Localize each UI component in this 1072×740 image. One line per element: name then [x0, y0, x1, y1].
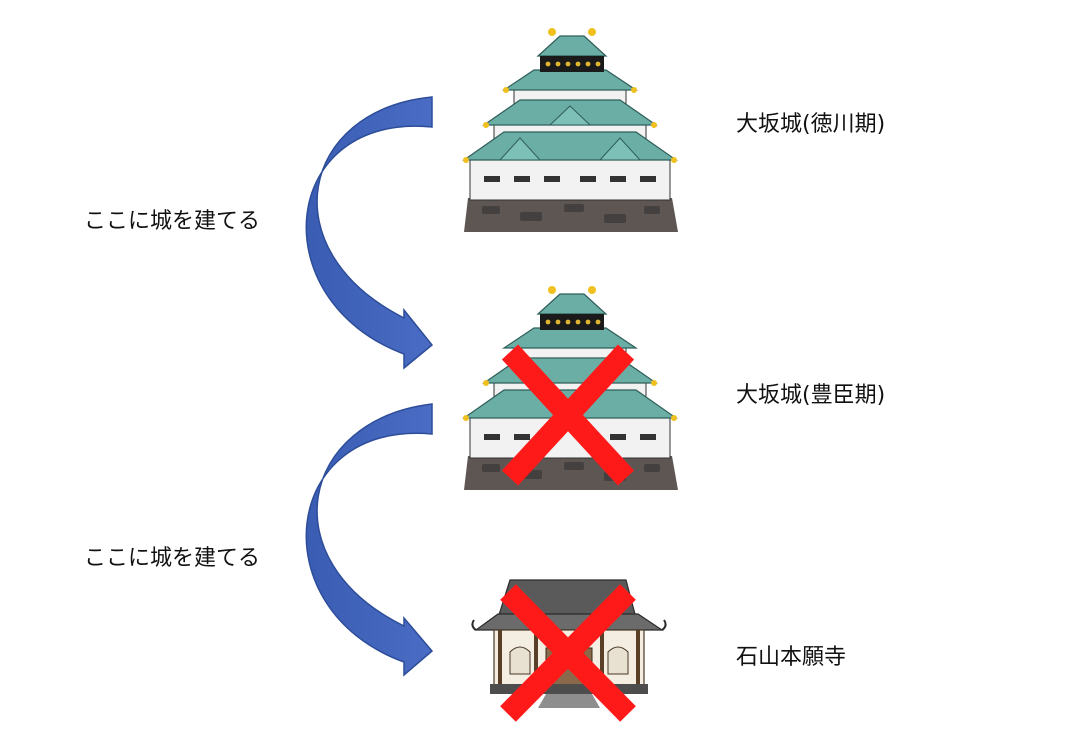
curved-arrow-icon: [305, 96, 434, 370]
caption-osaka-castle-tokugawa: 大坂城(徳川期): [736, 112, 886, 137]
curved-arrow-icon: [305, 403, 434, 677]
caption-ishiyama-honganji: 石山本願寺: [736, 645, 847, 670]
build-here-label: ここに城を建てる: [84, 546, 261, 571]
red-cross-icon: [500, 584, 636, 722]
caption-osaka-castle-toyotomi: 大坂城(豊臣期): [736, 383, 886, 408]
castle-icon: [462, 286, 678, 490]
build-here-label: ここに城を建てる: [84, 209, 261, 234]
castle-icon: [462, 28, 678, 232]
red-cross-icon: [501, 344, 635, 486]
